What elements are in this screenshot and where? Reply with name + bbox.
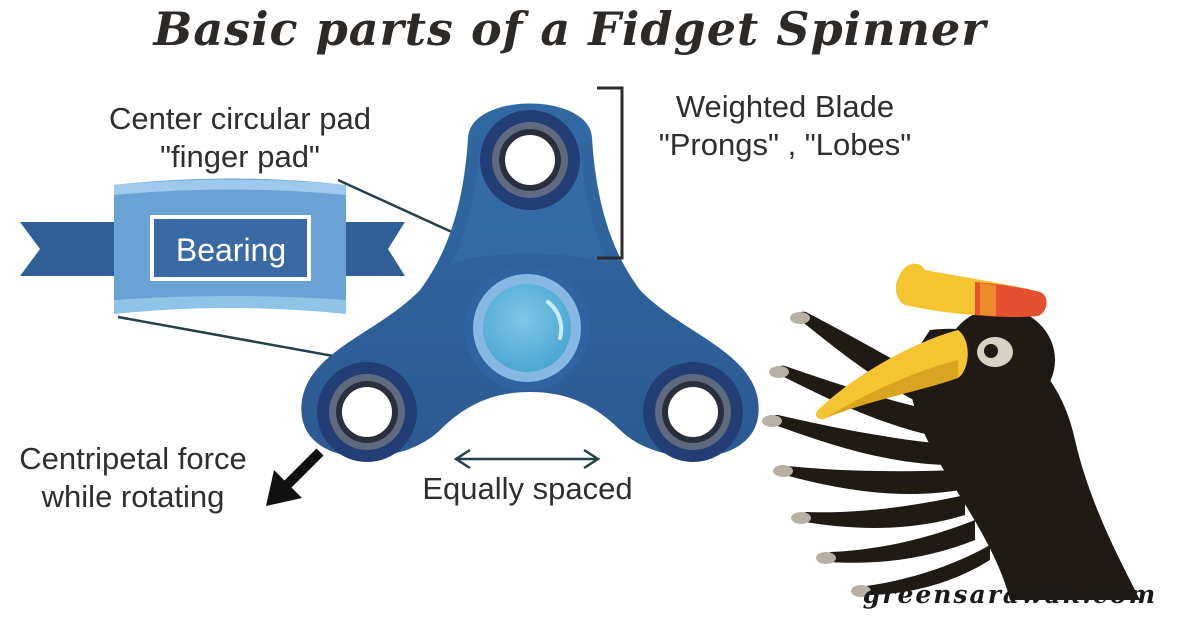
bearing-diagram: [20, 178, 405, 314]
center-pad-label: Center circular pad "finger pad": [70, 100, 410, 176]
fidget-spinner: [301, 103, 759, 462]
centripetal-force-label: Centripetal force while rotating: [0, 440, 266, 516]
lobe-top-hole: [505, 135, 555, 185]
bearing-label: Bearing: [175, 232, 287, 268]
equally-spaced-arrow: [453, 448, 601, 470]
lobe-left-hole: [342, 387, 392, 437]
weighted-blade-label: Weighted Blade "Prongs" , "Lobes": [610, 88, 960, 164]
bearing-inner-box: [150, 215, 311, 281]
lobe-right-hole: [668, 387, 718, 437]
page-title: Basic parts of a Fidget Spinner: [153, 2, 987, 56]
equally-spaced-label: Equally spaced: [422, 471, 633, 506]
centripetal-label-line1: Centripetal force: [19, 441, 247, 476]
center-pad-label-line2: "finger pad": [160, 139, 320, 174]
centripetal-label-line2: while rotating: [41, 479, 225, 514]
watermark: greensarawak.com: [862, 580, 1158, 609]
center-finger-pad: [483, 284, 571, 372]
weighted-blade-label-line1: Weighted Blade: [675, 89, 895, 124]
center-pad-label-line1: Center circular pad: [109, 101, 371, 136]
centripetal-arrow-icon: [266, 448, 324, 506]
hornbill-mascot-icon: [762, 263, 1140, 600]
weighted-blade-label-line2: "Prongs" , "Lobes": [658, 127, 912, 162]
weighted-blade-bracket: [597, 86, 624, 260]
